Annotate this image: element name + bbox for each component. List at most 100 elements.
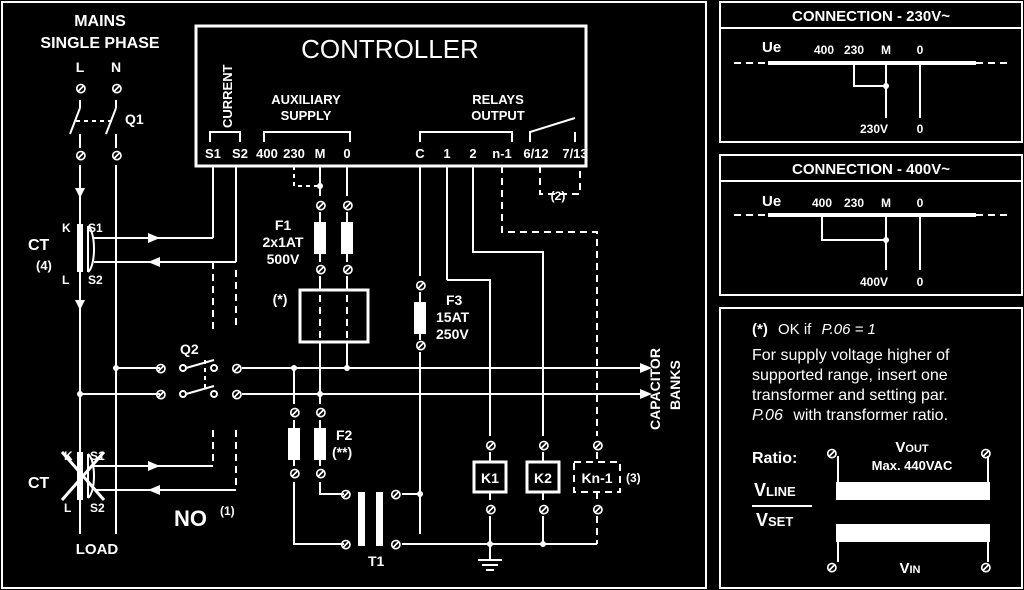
svg-text:⊘: ⊘	[826, 445, 838, 461]
svg-text:⊘: ⊘	[485, 437, 497, 453]
mains-title-1: MAINS	[74, 13, 126, 30]
svg-text:⊘: ⊘	[342, 261, 354, 277]
f1-label-3: 500V	[267, 251, 300, 267]
svg-text:⊘: ⊘	[826, 559, 838, 575]
svg-text:S1: S1	[90, 449, 105, 463]
load-label: LOAD	[76, 541, 119, 558]
svg-text:S2: S2	[90, 501, 105, 515]
panel-230v-frame	[719, 1, 1023, 143]
phase-l-label: L	[76, 59, 85, 75]
svg-text:M: M	[315, 146, 326, 161]
svg-text:⊘: ⊘	[155, 386, 167, 402]
svg-text:L: L	[64, 501, 71, 515]
note-2: (2)	[551, 189, 566, 203]
svg-text:230: 230	[283, 146, 305, 161]
svg-text:⊘: ⊘	[485, 501, 497, 517]
conn400-ue: Ue	[762, 193, 781, 210]
info-line-1: For supply voltage higher of	[752, 347, 950, 364]
ratio-vset: VSET	[756, 510, 793, 530]
svg-text:⊘: ⊘	[415, 277, 427, 293]
svg-text:0: 0	[917, 196, 924, 210]
svg-text:400: 400	[814, 43, 834, 57]
conn230-ue: Ue	[762, 39, 781, 56]
current-label: CURRENT	[220, 64, 235, 128]
svg-text:⊘: ⊘	[342, 197, 354, 213]
note-3: (3)	[626, 471, 641, 485]
f3-label-2: 15AT	[436, 309, 470, 325]
svg-text:7/13: 7/13	[562, 146, 587, 161]
no-note: (1)	[220, 504, 235, 518]
svg-text:K: K	[64, 449, 73, 463]
transformer-optional-box	[298, 288, 370, 344]
svg-text:M: M	[881, 196, 891, 210]
capacitor-label-2: BANKS	[667, 360, 683, 410]
controller-title: CONTROLLER	[301, 34, 479, 64]
svg-text:CT: CT	[28, 237, 50, 254]
max-label: Max. 440VAC	[872, 458, 953, 473]
contactor-kn1: Kn-1	[581, 470, 612, 486]
svg-text:⊘: ⊘	[231, 386, 243, 402]
svg-text:K: K	[62, 221, 71, 235]
controller-box	[194, 24, 588, 168]
svg-text:M: M	[881, 43, 891, 57]
contactor-k1: K1	[481, 470, 499, 486]
svg-text:⊘: ⊘	[155, 360, 167, 376]
svg-text:0: 0	[917, 43, 924, 57]
svg-text:⊘: ⊘	[592, 437, 604, 453]
info-line-4: P.06 with transformer ratio.	[752, 407, 948, 424]
svg-text:400V: 400V	[860, 275, 888, 289]
f1-label-2: 2x1AT	[263, 234, 304, 250]
phase-n-label: N	[111, 59, 121, 75]
svg-text:⊘: ⊘	[111, 147, 123, 163]
svg-text:⊘: ⊘	[75, 147, 87, 163]
controller-terminals: S1 S2 400 230 M 0 C 1 2 n-1 6/12 7/13	[205, 146, 588, 161]
vin-label: VIN	[899, 560, 920, 577]
svg-text:S1: S1	[88, 221, 103, 235]
conn230-title: CONNECTION - 230V~	[792, 8, 950, 25]
svg-text:⊘: ⊘	[340, 486, 352, 502]
svg-text:S1: S1	[205, 146, 221, 161]
relays-label-2: OUTPUT	[471, 108, 525, 123]
svg-text:⊘: ⊘	[315, 261, 327, 277]
fuse-f1: ⊘ ⊘ ⊘ ⊘	[314, 197, 354, 277]
svg-text:0: 0	[343, 146, 350, 161]
info-transformer: ⊘ ⊘ ⊘ ⊘	[826, 445, 992, 575]
svg-text:⊘: ⊘	[315, 404, 327, 420]
vout-label: VOUT	[895, 439, 929, 456]
svg-text:230: 230	[844, 43, 864, 57]
svg-text:2: 2	[469, 146, 476, 161]
svg-text:⊘: ⊘	[415, 337, 427, 353]
mains-title-2: SINGLE PHASE	[40, 35, 159, 52]
contactors: ⊘ ⊘ ⊘ ⊘ ⊘ ⊘	[472, 437, 621, 547]
svg-text:CT: CT	[28, 475, 50, 492]
ct-top: CT (4) K L S1 S2	[28, 221, 103, 287]
svg-text:230V: 230V	[860, 122, 888, 136]
f1-label-1: F1	[275, 217, 292, 233]
main-frame	[1, 1, 707, 589]
ratio-label: Ratio:	[752, 450, 797, 467]
svg-text:S2: S2	[88, 273, 103, 287]
svg-text:L: L	[62, 273, 69, 287]
f2-label-2: (**)	[332, 444, 352, 460]
svg-text:⊘: ⊘	[538, 437, 550, 453]
svg-text:⊘: ⊘	[289, 404, 301, 420]
svg-text:n-1: n-1	[492, 146, 512, 161]
contactor-k2: K2	[534, 470, 552, 486]
aux-label-1: AUXILIARY	[271, 92, 341, 107]
star-note: (*)	[273, 291, 288, 307]
svg-text:400: 400	[256, 146, 278, 161]
q2-label: Q2	[180, 341, 199, 357]
info-ok-line: (*) OK if P.06 = 1	[752, 321, 876, 338]
fuse-f2: ⊘ ⊘ ⊘ ⊘	[288, 404, 327, 481]
fuse-f3: ⊘ ⊘	[414, 277, 427, 534]
svg-text:⊘: ⊘	[75, 80, 87, 96]
svg-text:1: 1	[443, 146, 450, 161]
info-panel-frame	[719, 307, 1023, 589]
svg-text:(4): (4)	[36, 258, 52, 273]
no-label: NO	[174, 506, 207, 531]
f3-label-3: 250V	[436, 326, 469, 342]
svg-text:⊘: ⊘	[231, 360, 243, 376]
f2-label-1: F2	[336, 427, 353, 443]
svg-text:⊘: ⊘	[111, 80, 123, 96]
